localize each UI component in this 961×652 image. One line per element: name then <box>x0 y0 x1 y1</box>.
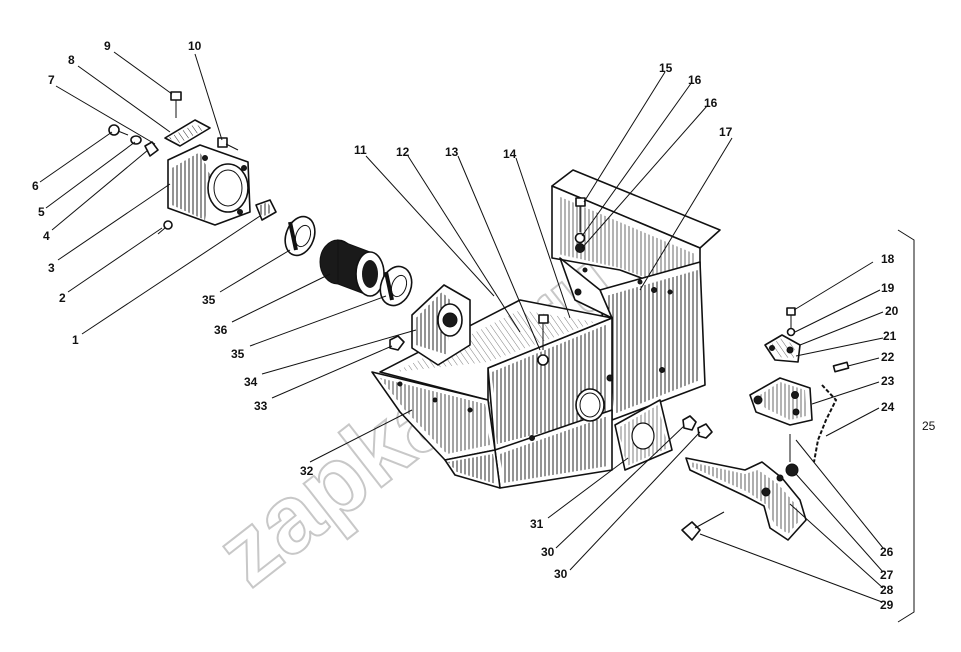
bolt-15 <box>574 197 586 253</box>
label-35-lower: 35 <box>231 347 245 361</box>
seal-35-upper <box>284 215 316 257</box>
flange-34 <box>411 284 471 366</box>
label-9: 9 <box>104 39 111 53</box>
label-5: 5 <box>38 205 45 219</box>
seal-35-lower <box>379 265 413 307</box>
bearing-housing <box>167 144 251 226</box>
nut-27 <box>785 463 799 477</box>
label-31: 31 <box>530 517 544 531</box>
label-group-25: 25 <box>922 419 936 433</box>
pin-22 <box>832 361 850 373</box>
bolt-13 <box>537 314 549 366</box>
nut-30-b <box>697 423 713 439</box>
label-4: 4 <box>43 229 50 243</box>
label-14: 14 <box>503 147 517 161</box>
label-2: 2 <box>59 291 66 305</box>
label-33: 33 <box>254 399 268 413</box>
label-13: 13 <box>445 145 459 159</box>
bolt-9 <box>170 91 182 118</box>
label-8: 8 <box>68 53 75 67</box>
label-6: 6 <box>32 179 39 193</box>
label-17: 17 <box>719 125 733 139</box>
label-15: 15 <box>659 61 673 75</box>
label-11: 11 <box>354 143 367 157</box>
leader-lines <box>39 51 884 603</box>
label-12: 12 <box>396 145 410 159</box>
label-36: 36 <box>214 323 228 337</box>
label-26: 26 <box>880 545 894 559</box>
label-7: 7 <box>48 73 55 87</box>
chain-24 <box>813 384 838 463</box>
label-29: 29 <box>880 598 894 612</box>
hook-28 <box>685 457 807 541</box>
washer-5 <box>130 135 142 145</box>
clamp-plate <box>164 119 211 147</box>
gasket-plate-31 <box>614 399 673 471</box>
label-28: 28 <box>880 583 894 597</box>
bushing-1 <box>255 199 277 221</box>
latch-20-21 <box>764 334 801 363</box>
bolt-2 <box>157 220 173 235</box>
roller-36 <box>319 239 385 297</box>
label-16-a: 16 <box>688 73 702 87</box>
label-23: 23 <box>881 374 895 388</box>
label-10: 10 <box>188 39 202 53</box>
label-1: 1 <box>72 333 79 347</box>
group-25-brace <box>897 229 915 623</box>
label-30-b: 30 <box>554 567 568 581</box>
label-34: 34 <box>244 375 258 389</box>
nut-30-a <box>682 415 697 431</box>
label-20: 20 <box>885 304 899 318</box>
label-35-upper: 35 <box>202 293 216 307</box>
clip-4 <box>144 141 159 157</box>
label-19: 19 <box>881 281 895 295</box>
label-32: 32 <box>300 464 314 478</box>
part-number-labels: 9 8 10 7 6 5 4 3 2 1 35 36 35 34 33 32 1… <box>32 39 936 612</box>
label-3: 3 <box>48 261 55 275</box>
label-24: 24 <box>881 400 895 414</box>
label-22: 22 <box>881 350 895 364</box>
bolt-18 <box>786 307 796 337</box>
nut-33 <box>389 335 405 351</box>
label-27: 27 <box>880 568 894 582</box>
bolt-10 <box>217 137 239 151</box>
bolt-29 <box>681 511 725 541</box>
main-frame-bracket <box>371 169 721 489</box>
label-18: 18 <box>881 252 895 266</box>
hook-bracket-23 <box>749 377 813 426</box>
label-16-b: 16 <box>704 96 718 110</box>
label-21: 21 <box>883 329 897 343</box>
label-30-a: 30 <box>541 545 555 559</box>
